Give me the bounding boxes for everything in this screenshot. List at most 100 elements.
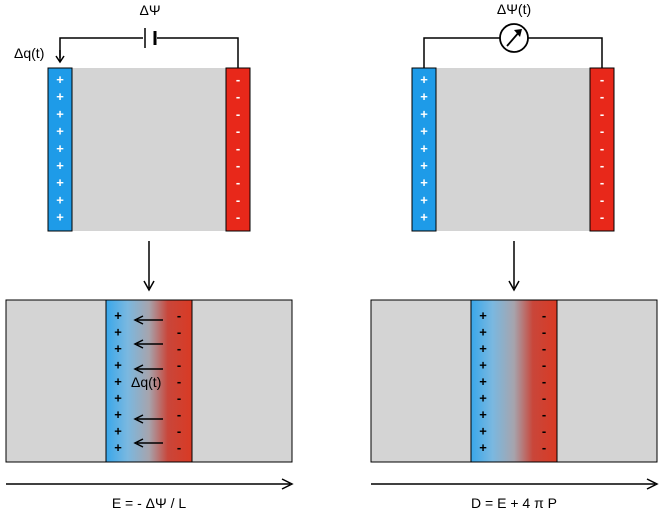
plus-sign: + — [420, 175, 428, 190]
charge-flow-arrowhead — [133, 315, 144, 325]
minus-sign: - — [177, 440, 181, 455]
plus-sign: + — [479, 341, 487, 356]
minus-sign: - — [542, 374, 546, 389]
minus-sign: - — [600, 106, 604, 121]
plus-sign: + — [420, 158, 428, 173]
plus-sign: + — [114, 440, 122, 455]
left-polarized-slab: +++++++++ --------- — [5, 299, 293, 463]
plus-sign: + — [420, 124, 428, 139]
charge-flow-arrowhead — [133, 438, 144, 448]
left-polarization-gradient — [105, 299, 193, 463]
minus-sign: - — [600, 158, 604, 173]
left-slab-plus-signs: +++++++++ — [114, 308, 122, 455]
plus-sign: + — [479, 440, 487, 455]
minus-sign: - — [236, 210, 240, 225]
minus-sign: - — [177, 407, 181, 422]
right-capacitor: +++++++++ --------- — [411, 67, 615, 232]
plus-sign: + — [479, 391, 487, 406]
plus-sign: + — [114, 341, 122, 356]
plus-sign: + — [479, 424, 487, 439]
plus-sign: + — [420, 192, 428, 207]
minus-sign: - — [600, 89, 604, 104]
plus-sign: + — [114, 391, 122, 406]
right-polarization-gradient — [470, 299, 558, 463]
right-polarized-slab: +++++++++ --------- — [370, 299, 658, 463]
minus-sign: - — [542, 424, 546, 439]
plus-sign: + — [56, 72, 64, 87]
plus-sign: + — [114, 374, 122, 389]
plus-sign: + — [56, 192, 64, 207]
battery-circuit — [55, 28, 239, 68]
minus-sign: - — [236, 124, 240, 139]
minus-sign: - — [236, 175, 240, 190]
minus-sign: - — [542, 308, 546, 323]
minus-sign: - — [600, 124, 604, 139]
plus-sign: + — [420, 210, 428, 225]
right-equation: D = E + 4 π P — [471, 495, 557, 511]
minus-sign: - — [177, 325, 181, 340]
left-negative-plate — [225, 67, 251, 232]
left-dielectric — [72, 68, 227, 231]
plus-sign: + — [56, 210, 64, 225]
charge-label-top: Δq(t) — [14, 45, 44, 61]
meter-circuit — [423, 23, 603, 68]
left-plate-minus-signs: - - - - - - - - - — [236, 72, 240, 225]
plus-sign: + — [56, 175, 64, 190]
plus-sign: + — [56, 89, 64, 104]
left-capacitor: + + + + + + + + + - - - - - - - - - — [47, 67, 251, 232]
minus-sign: - — [542, 407, 546, 422]
plus-sign: + — [56, 124, 64, 139]
meter-label: ΔΨ(t) — [497, 1, 531, 17]
plus-sign: + — [114, 325, 122, 340]
right-slab-minus-signs: --------- — [542, 308, 546, 455]
left-slab-minus-signs: --------- — [177, 308, 181, 455]
left-plate-plus-signs: + + + + + + + + + — [56, 72, 64, 225]
minus-sign: - — [177, 308, 181, 323]
charge-label-bottom: Δq(t) — [131, 374, 161, 390]
minus-sign: - — [177, 391, 181, 406]
minus-sign: - — [177, 374, 181, 389]
plus-sign: + — [56, 141, 64, 156]
minus-sign: - — [236, 192, 240, 207]
plus-sign: + — [114, 358, 122, 373]
plus-sign: + — [479, 308, 487, 323]
minus-sign: - — [600, 72, 604, 87]
minus-sign: - — [236, 141, 240, 156]
right-dielectric — [436, 68, 591, 231]
minus-sign: - — [542, 325, 546, 340]
plus-sign: + — [479, 325, 487, 340]
minus-sign: - — [600, 175, 604, 190]
minus-sign: - — [177, 341, 181, 356]
minus-sign: - — [236, 106, 240, 121]
minus-sign: - — [236, 89, 240, 104]
charge-flow-arrowhead — [133, 364, 144, 374]
minus-sign: - — [236, 158, 240, 173]
charge-flow-arrowhead — [133, 414, 144, 424]
plus-sign: + — [420, 72, 428, 87]
minus-sign: - — [236, 72, 240, 87]
plus-sign: + — [56, 106, 64, 121]
plus-sign: + — [479, 358, 487, 373]
plus-sign: + — [479, 407, 487, 422]
plus-sign: + — [420, 141, 428, 156]
plus-sign: + — [479, 374, 487, 389]
battery-label: ΔΨ — [139, 2, 160, 18]
plus-sign: + — [56, 158, 64, 173]
minus-sign: - — [600, 192, 604, 207]
plus-sign: + — [114, 424, 122, 439]
charge-flow-arrowhead — [133, 339, 144, 349]
plus-sign: + — [420, 106, 428, 121]
right-slab-plus-signs: +++++++++ — [479, 308, 487, 455]
minus-sign: - — [542, 341, 546, 356]
right-plate-plus-signs: + + + + + + + + + — [420, 72, 428, 225]
plus-sign: + — [114, 308, 122, 323]
left-positive-plate — [47, 67, 73, 232]
plus-sign: + — [114, 407, 122, 422]
minus-sign: - — [542, 391, 546, 406]
plus-sign: + — [420, 89, 428, 104]
minus-sign: - — [177, 358, 181, 373]
minus-sign: - — [600, 210, 604, 225]
minus-sign: - — [177, 424, 181, 439]
minus-sign: - — [542, 358, 546, 373]
